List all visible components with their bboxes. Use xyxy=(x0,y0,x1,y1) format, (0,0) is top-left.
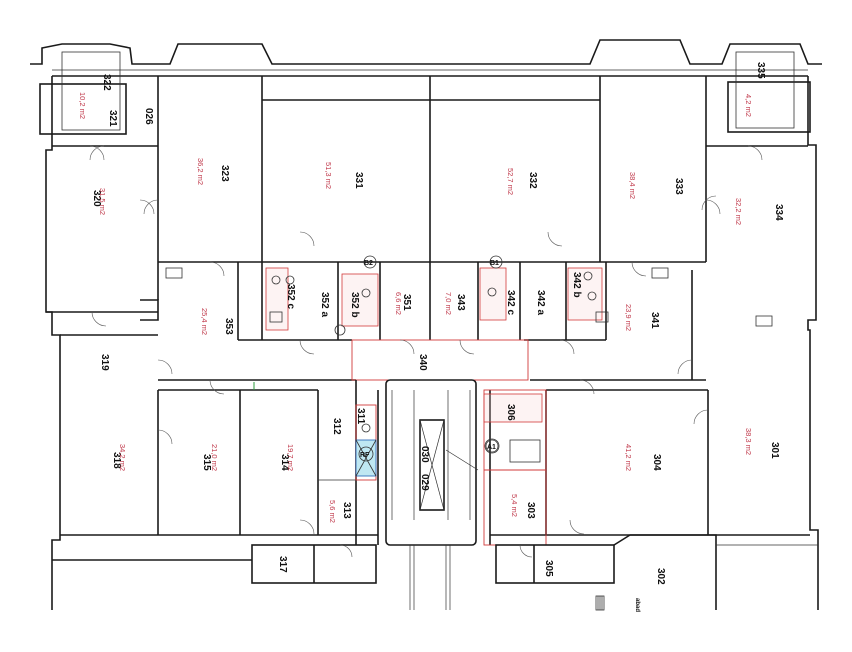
room-332-number: 332 xyxy=(527,172,538,189)
room-331-number: 331 xyxy=(353,172,364,189)
room-335-area: 4,2 m2 xyxy=(744,94,753,117)
room-341-number: 341 xyxy=(649,312,660,329)
room-026-number: 026 xyxy=(143,108,154,125)
outer-walls xyxy=(30,39,822,610)
room-332-area: 52,7 m2 xyxy=(506,168,515,195)
room-342c-number: 342 c xyxy=(505,290,516,315)
room-306-number: 306 xyxy=(505,404,516,421)
circle-tags: B2 B1 A1 RF xyxy=(358,255,503,462)
room-341-area: 23,9 m2 xyxy=(624,304,633,331)
room-323-number: 323 xyxy=(219,165,230,182)
room-030-number: 030 xyxy=(419,446,430,463)
room-353-number: 353 xyxy=(223,318,234,335)
tag-rf: RF xyxy=(360,452,370,459)
room-352a-number: 352 a xyxy=(319,292,330,317)
room-343-number: 343 xyxy=(455,294,466,311)
bottom-details: abad xyxy=(595,595,640,612)
room-333-number: 333 xyxy=(673,178,684,195)
top-rooms-walls xyxy=(39,51,811,313)
bottom-rooms-walls xyxy=(52,334,818,610)
room-353-area: 25,4 m2 xyxy=(200,308,209,335)
room-352b-number: 352 b xyxy=(349,292,360,318)
room-315-area: 21,0 m2 xyxy=(210,444,219,471)
room-314-area: 19,7 m2 xyxy=(286,444,295,471)
room-314-number: 314 xyxy=(279,454,290,471)
staircase xyxy=(385,379,479,610)
room-304-number: 304 xyxy=(651,454,662,471)
room-303-number: 303 xyxy=(525,502,536,519)
room-029-number: 029 xyxy=(419,474,430,491)
room-number-labels: 322 10,2 m2 321 026 323 36,2 m2 320 31,5… xyxy=(78,62,784,585)
room-320-area: 31,5 m2 xyxy=(98,188,107,215)
room-320-number: 320 xyxy=(91,190,102,207)
room-313-area: 5,6 m2 xyxy=(328,500,337,523)
room-340-number: 340 xyxy=(417,354,428,371)
room-331-area: 51,3 m2 xyxy=(324,162,333,189)
room-319-number: 319 xyxy=(99,354,110,371)
room-342a-number: 342 a xyxy=(535,290,546,315)
room-303-area: 5,4 m2 xyxy=(510,494,519,517)
room-313-number: 313 xyxy=(341,502,352,519)
tag-b2: B2 xyxy=(364,260,373,267)
room-352c-number: 352 c xyxy=(285,284,296,309)
door-swings xyxy=(89,145,763,558)
room-343-area: 7,0 m2 xyxy=(444,292,453,315)
corridor-walls xyxy=(140,262,706,381)
room-335-number: 335 xyxy=(755,62,766,79)
tag-b1: B1 xyxy=(490,260,499,267)
room-334-number: 334 xyxy=(773,204,784,221)
room-342b-number: 342 b xyxy=(571,272,582,298)
room-351-area: 6,6 m2 xyxy=(394,292,403,315)
room-302-number: 302 xyxy=(655,568,666,585)
room-322-area: 10,2 m2 xyxy=(78,92,87,119)
sanitary-fixtures xyxy=(165,267,773,477)
room-318-number: 318 xyxy=(111,452,122,469)
room-318-area: 34,2 m2 xyxy=(118,444,127,471)
room-317-number: 317 xyxy=(277,556,288,573)
room-333-area: 38,4 m2 xyxy=(628,172,637,199)
room-315-number: 315 xyxy=(201,454,212,471)
room-311-number: 311 xyxy=(355,408,366,425)
room-323-area: 36,2 m2 xyxy=(196,158,205,185)
small-note-label: abad xyxy=(634,598,640,612)
room-334-area: 32,2 m2 xyxy=(734,198,743,225)
room-322-number: 322 xyxy=(101,74,112,91)
room-304-area: 41,2 m2 xyxy=(624,444,633,471)
room-301-area: 38,3 m2 xyxy=(744,428,753,455)
room-305-number: 305 xyxy=(543,560,554,577)
room-312-number: 312 xyxy=(331,418,342,435)
tag-a1: A1 xyxy=(487,444,496,451)
room-321-number: 321 xyxy=(107,110,118,127)
room-301-number: 301 xyxy=(769,442,780,459)
room-351-number: 351 xyxy=(401,294,412,311)
